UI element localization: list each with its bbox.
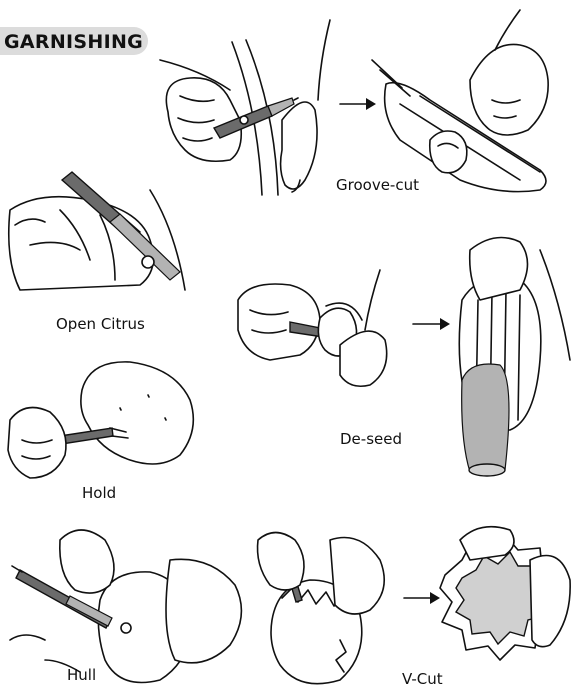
caption-de-seed: De-seed — [340, 430, 402, 448]
arrow-right-icon — [404, 592, 440, 604]
v-cut-step-illustration — [258, 533, 385, 684]
de-seed-illustration — [238, 270, 387, 386]
caption-groove-cut: Groove-cut — [336, 176, 419, 194]
caption-hull: Hull — [67, 666, 96, 684]
groove-cut-result-illustration — [372, 10, 548, 192]
open-citrus-illustration — [9, 172, 185, 290]
arrow-right-icon — [413, 318, 450, 330]
arrow-right-icon — [340, 98, 376, 110]
caption-v-cut: V-Cut — [402, 670, 443, 688]
de-seed-result-illustration — [459, 238, 570, 477]
hold-illustration — [8, 362, 193, 478]
groove-cut-illustration — [160, 20, 330, 195]
v-cut-result-illustration — [440, 527, 570, 660]
caption-hold: Hold — [82, 484, 116, 502]
hull-illustration — [10, 530, 241, 683]
caption-open-citrus: Open Citrus — [56, 315, 145, 333]
